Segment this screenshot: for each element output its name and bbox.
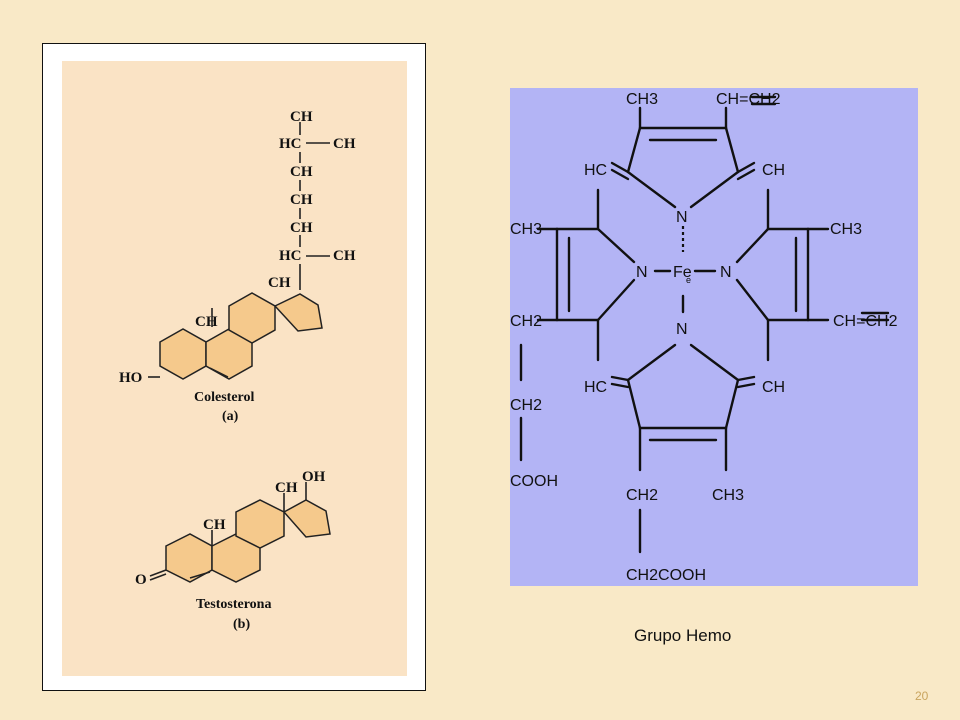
svg-text:O: O: [135, 572, 147, 588]
svg-text:CH: CH: [333, 248, 356, 264]
svg-text:CH2: CH2: [510, 313, 542, 330]
svg-text:N: N: [676, 321, 688, 338]
cholesterol-tag: (a): [222, 409, 239, 424]
testosterone-structure: OH CH CH O Testosterona (b): [135, 469, 331, 632]
svg-text:HC: HC: [584, 162, 607, 179]
svg-text:CH3: CH3: [626, 91, 658, 108]
svg-text:N: N: [720, 264, 732, 281]
cholesterol-structure: CH HC CH CH CH CH HC CH CH CH HO Coleste…: [119, 109, 356, 424]
svg-text:CH3: CH3: [830, 221, 862, 238]
svg-text:e: e: [686, 275, 691, 285]
svg-text:CH: CH: [290, 164, 313, 180]
cholesterol-label: Colesterol: [194, 390, 254, 405]
svg-text:N: N: [636, 264, 648, 281]
svg-text:CH: CH: [762, 162, 785, 179]
svg-text:HC: HC: [279, 248, 302, 264]
svg-text:CH: CH: [290, 109, 313, 125]
svg-text:CH=CH2: CH=CH2: [833, 313, 898, 330]
heme-caption: Grupo Hemo: [634, 626, 732, 645]
testosterone-tag: (b): [233, 617, 250, 632]
testosterone-label: Testosterona: [196, 597, 271, 612]
svg-text:COOH: COOH: [510, 473, 558, 490]
svg-text:CH3: CH3: [510, 221, 542, 238]
svg-text:CH: CH: [290, 220, 313, 236]
svg-text:CH: CH: [195, 314, 218, 330]
svg-text:CH2COOH: CH2COOH: [626, 567, 706, 584]
svg-text:CH: CH: [268, 275, 291, 291]
svg-text:HC: HC: [279, 136, 302, 152]
svg-text:HO: HO: [119, 370, 142, 386]
svg-text:OH: OH: [302, 469, 326, 485]
svg-text:CH=CH2: CH=CH2: [716, 91, 781, 108]
svg-text:CH2: CH2: [510, 397, 542, 414]
heme-diagram-panel: [510, 88, 918, 586]
svg-text:CH2: CH2: [626, 487, 658, 504]
svg-text:CH: CH: [290, 192, 313, 208]
svg-text:HC: HC: [584, 379, 607, 396]
svg-text:CH: CH: [333, 136, 356, 152]
page-number: 20: [915, 689, 929, 703]
svg-text:CH3: CH3: [712, 487, 744, 504]
iron-atom-label: Fe: [673, 264, 692, 281]
svg-text:CH: CH: [203, 517, 226, 533]
svg-text:N: N: [676, 209, 688, 226]
svg-text:CH: CH: [275, 480, 298, 496]
svg-text:CH: CH: [762, 379, 785, 396]
